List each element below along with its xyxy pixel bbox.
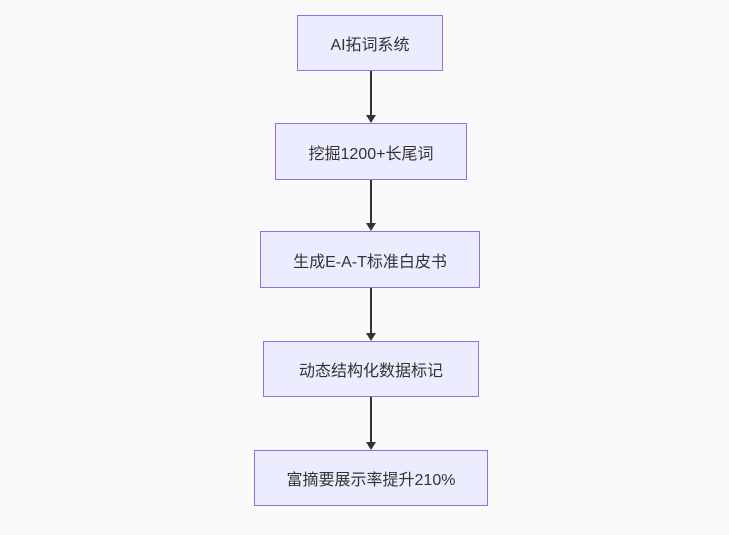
flow-node-label: 富摘要展示率提升210% [286,472,456,489]
flow-edge-2 [365,180,377,231]
flow-node-rich-snippet-rate: 富摘要展示率提升210% [254,450,488,506]
flow-node-ai-keyword-system: AI拓词系统 [297,15,443,71]
flow-node-structured-data-markup: 动态结构化数据标记 [263,341,479,397]
flow-node-label: 挖掘1200+长尾词 [308,145,434,163]
edge-line [370,288,372,335]
flow-edge-1 [365,71,377,123]
flow-node-label: 动态结构化数据标记 [298,363,443,380]
flow-edge-3 [365,288,377,341]
flow-node-label: 生成E-A-T标准白皮书 [293,253,447,271]
arrow-down-icon [366,442,376,450]
flow-node-label: AI拓词系统 [330,37,410,54]
edge-line [370,397,372,444]
flow-edge-4 [365,397,377,450]
arrow-down-icon [366,333,376,341]
arrow-down-icon [366,115,376,123]
arrow-down-icon [366,223,376,231]
edge-line [370,71,372,117]
edge-line [370,180,372,225]
flow-node-eat-whitepaper: 生成E-A-T标准白皮书 [260,231,480,288]
flow-node-longtail-mining: 挖掘1200+长尾词 [275,123,467,180]
